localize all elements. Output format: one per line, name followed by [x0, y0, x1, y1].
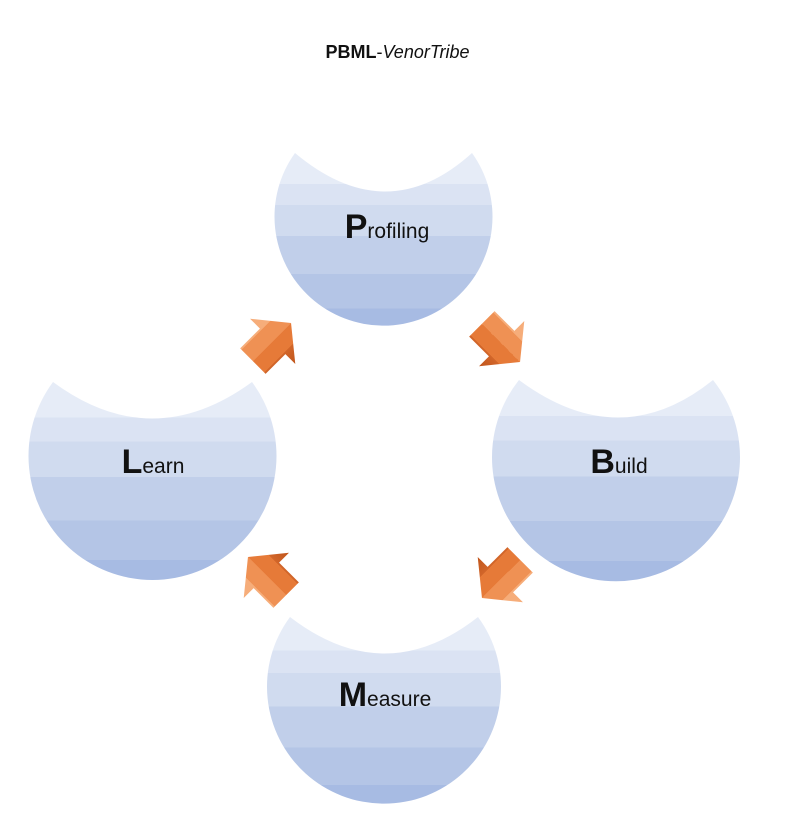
node-label-measure: Measure [339, 678, 432, 712]
title-separator: - [376, 42, 383, 62]
node-profiling [274, 153, 493, 326]
node-label-rest: earn [142, 455, 185, 478]
node-build [491, 380, 740, 582]
arrow-learn-to-profiling [240, 318, 296, 374]
node-learn [28, 382, 277, 580]
node-initial: P [344, 208, 368, 246]
node-label-profiling: Profiling [345, 210, 430, 244]
arrow-measure-to-learn [243, 552, 299, 608]
node-label-rest: easure [367, 688, 432, 711]
node-label-learn: Learn [122, 445, 185, 479]
title-italic-part: VenorTribe [382, 42, 470, 62]
node-label-rest: uild [614, 455, 648, 478]
node-label-build: Build [590, 445, 647, 479]
node-initial: B [590, 443, 615, 481]
node-initial: M [338, 676, 368, 714]
node-initial: L [121, 443, 143, 481]
title-bold-part: PBML [325, 42, 377, 62]
node-label-rest: rofiling [367, 220, 430, 243]
node-measure [267, 617, 502, 804]
arrow-build-to-measure [477, 547, 533, 603]
arrow-profiling-to-build [469, 311, 525, 367]
diagram-title: PBML-VenorTribe [0, 42, 795, 63]
